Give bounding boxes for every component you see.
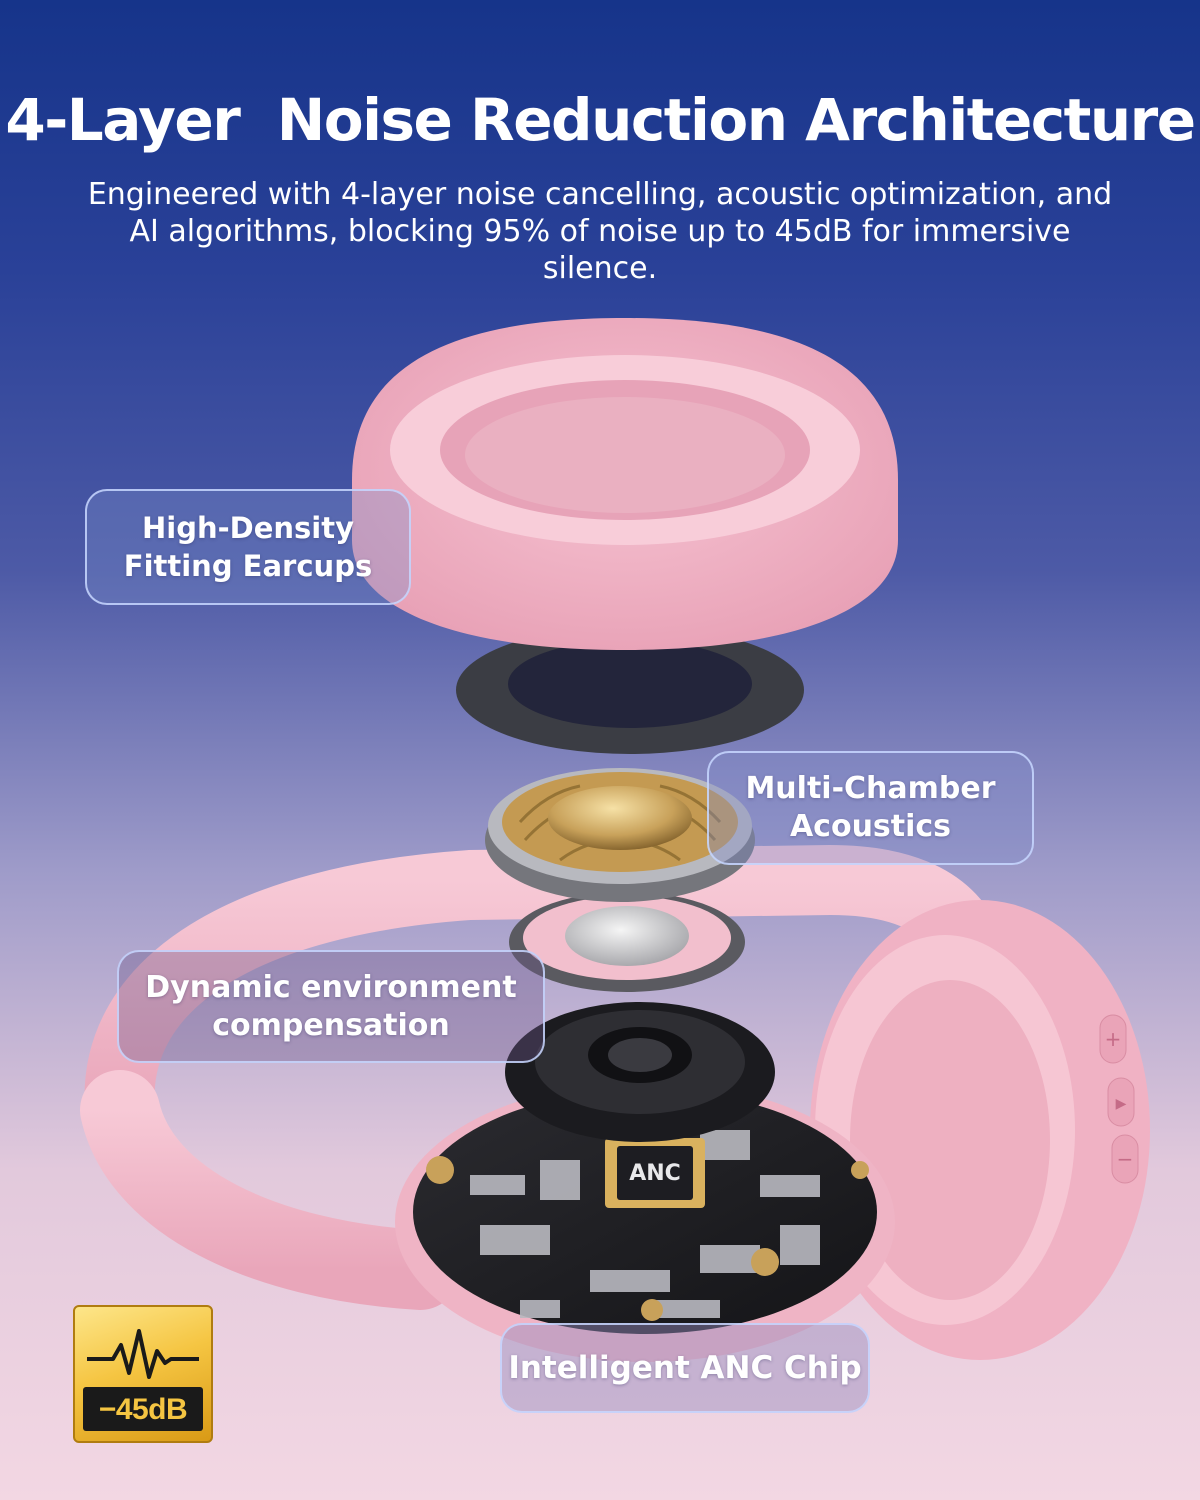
callout-earcups-line1: High-Density [141,511,354,545]
pcb-layer: ANC [395,1082,895,1362]
callout-environment-line1: Dynamic environment [145,969,517,1005]
callout-chamber-line1: Multi-Chamber [745,771,996,806]
callout-chip-text: Intelligent ANC Chip [508,1350,862,1386]
callout-chamber-line2: Acoustics [789,809,952,844]
play-pause-button-icon: ▶ [1116,1096,1127,1112]
callout-chamber: Multi-Chamber Acoustics [707,751,1034,865]
control-buttons: + ▶ − [1099,1014,1139,1184]
noise-reduction-badge: −45dB [73,1305,213,1443]
speaker-module [505,1002,775,1142]
badge-band [83,1387,203,1431]
plus-button-icon: + [1105,1027,1122,1051]
sensor-ring [509,892,745,992]
page-title: 4-Layer Noise Reduction Architecture [5,86,1196,154]
callout-environment: Dynamic environment compensation [117,950,545,1063]
callout-earcups: High-Density Fitting Earcups [85,489,411,605]
right-earcup: + ▶ − [810,900,1150,1360]
page-subtitle: Engineered with 4-layer noise cancelling… [87,177,1113,286]
anc-chip: ANC [605,1138,705,1208]
callout-environment-line2: compensation [212,1007,450,1043]
badge-value: −45dB [98,1393,188,1426]
callout-earcups-line2: Fitting Earcups [123,549,373,583]
headband [80,844,995,1310]
driver-unit [485,768,755,902]
ear-cushion [352,318,898,650]
callout-chip: Intelligent ANC Chip [500,1323,870,1413]
anc-chip-marking: ANC [629,1161,681,1186]
minus-button-icon: − [1117,1147,1134,1171]
waveform-icon [87,1329,199,1379]
grille-plate [456,626,804,754]
